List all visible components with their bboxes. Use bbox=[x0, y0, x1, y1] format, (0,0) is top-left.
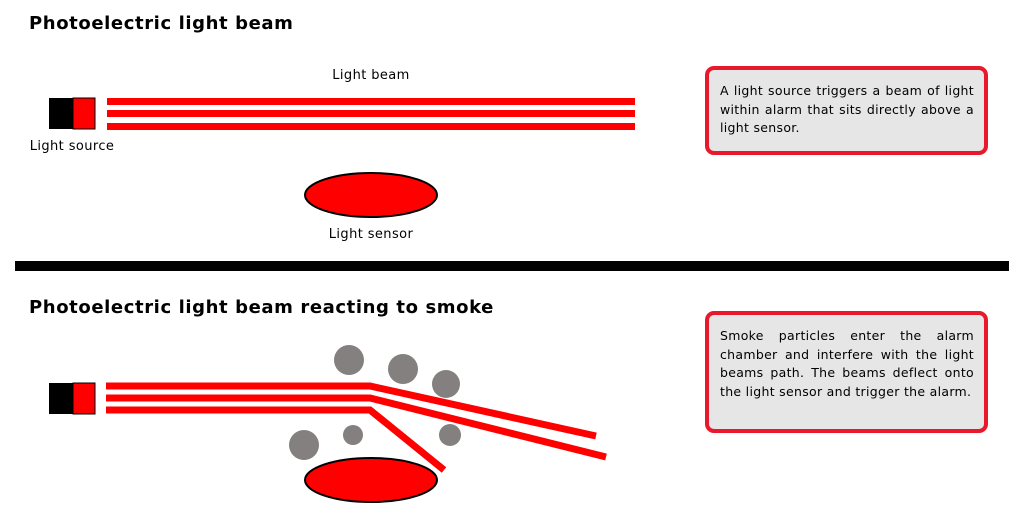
light-beam-label: Light beam bbox=[332, 68, 410, 83]
light-sensor-label: Light sensor bbox=[328, 227, 414, 242]
top-beam-1 bbox=[107, 98, 635, 105]
bottom-light-source-body bbox=[49, 383, 73, 414]
top-beam-3 bbox=[107, 123, 635, 130]
bottom-light-sensor bbox=[304, 457, 438, 503]
bottom-info-box: Smoke particles enter the alarm chamber … bbox=[705, 311, 988, 433]
bottom-light-source-lens bbox=[72, 382, 96, 415]
top-light-beams bbox=[107, 98, 635, 130]
smoke-particle bbox=[439, 424, 461, 446]
top-info-box: A light source triggers a beam of light … bbox=[705, 66, 988, 155]
smoke-particles bbox=[289, 345, 461, 460]
smoke-particle bbox=[343, 425, 363, 445]
bottom-beam-3 bbox=[106, 406, 447, 473]
top-light-sensor bbox=[304, 172, 438, 218]
bottom-beam-2 bbox=[106, 394, 607, 461]
top-beam-2 bbox=[107, 110, 635, 117]
smoke-particle bbox=[289, 430, 319, 460]
smoke-particle bbox=[432, 370, 460, 398]
top-light-source-lens bbox=[72, 97, 96, 130]
light-source-label: Light source bbox=[29, 139, 115, 154]
bottom-panel-title: Photoelectric light beam reacting to smo… bbox=[29, 297, 494, 318]
bottom-light-source bbox=[49, 382, 96, 415]
top-light-source-body bbox=[49, 98, 73, 129]
smoke-particle bbox=[334, 345, 364, 375]
top-light-source bbox=[49, 97, 96, 130]
bottom-beam-1 bbox=[106, 382, 597, 440]
top-panel-title: Photoelectric light beam bbox=[29, 13, 294, 34]
smoke-particle bbox=[388, 354, 418, 384]
panel-divider bbox=[15, 261, 1009, 271]
bottom-light-beams bbox=[106, 382, 607, 473]
